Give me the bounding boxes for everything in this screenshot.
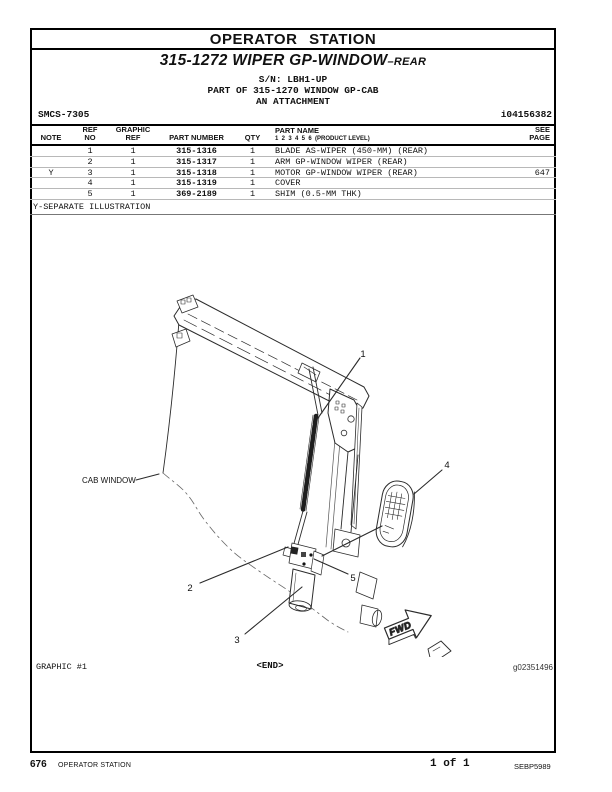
smcs-code: SMCS-7305 (38, 109, 90, 120)
cell-note (30, 178, 72, 188)
table-row: 5 1 369-2189 1 SHIM (0.5-MM THK) (30, 189, 556, 200)
cell-ref-no: 1 (87, 146, 93, 156)
cell-ref-no: 4 (87, 178, 93, 189)
cell-see-page (500, 157, 556, 167)
cell-graphic-ref: 1 (130, 178, 136, 189)
meta-row: SMCS-7305 i04156382 (30, 109, 556, 120)
table-row: 4 1 315-1319 1 COVER (30, 178, 556, 190)
cell-see-page (500, 146, 556, 156)
callout-2: 2 (187, 583, 192, 594)
section-title-box: OPERATOR STATION (30, 28, 556, 50)
callout-1: 1 (360, 349, 365, 360)
cell-graphic-ref: 1 (130, 146, 136, 156)
header-product-level: 1 2 3 4 5 6 (PRODUCT LEVEL) (275, 136, 370, 143)
footer-page-number: 676 (30, 759, 47, 770)
lower-bracket (427, 640, 452, 657)
window-hinge-frame (327, 388, 383, 628)
cell-part-number: 315-1316 (176, 146, 217, 156)
cell-see-page (500, 178, 556, 188)
header-part-number: PART NUMBER (169, 133, 224, 143)
header-part-name: PART NAME (275, 126, 320, 136)
cell-qty: 1 (249, 167, 256, 178)
cell-note (30, 146, 72, 156)
part-of-line: PART OF 315-1270 WINDOW GP-CAB (207, 85, 379, 96)
footer-section: OPERATOR STATION (58, 762, 132, 769)
cell-graphic-ref: 1 (130, 167, 136, 178)
table-footnote: Y-SEPARATE ILLUSTRATION (30, 200, 556, 215)
callout-3: 3 (234, 635, 239, 646)
header-graphic-ref: REF (125, 133, 141, 143)
assembly-title: 315-1272 WIPER GP-WINDOW–REAR (30, 52, 556, 70)
callout-5: 5 (350, 573, 355, 584)
cell-part-number: 369-2189 (176, 189, 217, 200)
wiper-motor-assembly (282, 542, 325, 612)
cell-qty: 1 (249, 178, 256, 189)
cell-part-name: SHIM (0.5-MM THK) (275, 189, 362, 200)
cell-ref-no: 2 (87, 156, 93, 167)
cell-qty: 1 (249, 146, 256, 156)
cell-note (30, 157, 72, 167)
fwd-arrow: FWD (383, 609, 432, 646)
table-row: Y 3 1 315-1318 1 MOTOR GP-WINDOW WIPER (… (30, 168, 556, 179)
assembly-title-main: 315-1272 WIPER GP-WINDOW (159, 52, 388, 69)
doc-id: i04156382 (500, 109, 552, 120)
cell-graphic-ref: 1 (130, 156, 136, 167)
cell-graphic-ref: 1 (130, 189, 136, 200)
header-note: NOTE (40, 133, 62, 143)
header-ref-no: NO (84, 133, 96, 143)
callout-leaders (135, 357, 443, 635)
header-qty: QTY (244, 133, 261, 143)
fwd-label: FWD (388, 620, 414, 639)
footer-page-count: 1 of 1 (430, 758, 470, 770)
end-marker: <END> (256, 661, 284, 671)
cab-window-label: CAB WINDOW (82, 476, 136, 485)
cell-note: Y (48, 167, 54, 178)
cell-qty: 1 (249, 189, 256, 200)
graphic-id: g02351496 (512, 663, 553, 672)
cell-qty: 1 (249, 156, 256, 167)
cover-part (375, 480, 415, 548)
cell-part-number: 315-1318 (176, 167, 217, 178)
table-row: 1 1 315-1316 1 BLADE AS-WIPER (450-MM) (… (30, 146, 556, 157)
cell-part-number: 315-1317 (176, 156, 217, 167)
cab-window-illustration: FWD 1 2 3 4 5 CAB WINDOW (82, 294, 452, 657)
serial-number: S/N: LBH1-UP (258, 74, 328, 85)
cell-part-name: ARM GP-WINDOW WIPER (REAR) (275, 156, 408, 167)
cell-ref-no: 3 (87, 167, 93, 178)
attachment-line: AN ATTACHMENT (255, 96, 331, 107)
cell-note (30, 189, 72, 199)
cell-part-number: 315-1319 (176, 178, 217, 189)
window-top-rail (171, 294, 370, 413)
cell-see-page: 647 (534, 167, 550, 178)
section-title: OPERATOR STATION (209, 30, 377, 48)
graphic-number-label: GRAPHIC #1 (36, 662, 88, 672)
cell-see-page (500, 189, 556, 199)
cell-part-name: BLADE AS-WIPER (450-MM) (REAR) (275, 146, 429, 156)
wiper-arm-blade (292, 366, 323, 549)
cell-part-name: COVER (275, 178, 301, 189)
table-row: 2 1 315-1317 1 ARM GP-WINDOW WIPER (REAR… (30, 157, 556, 168)
cell-ref-no: 5 (87, 189, 93, 200)
header-see-page: PAGE (529, 133, 550, 143)
assembly-title-suffix: –REAR (387, 56, 427, 68)
callout-4: 4 (444, 460, 449, 471)
footer-doc-code: SEBP5989 (514, 762, 551, 771)
cell-part-name: MOTOR GP-WINDOW WIPER (REAR) (275, 167, 418, 178)
